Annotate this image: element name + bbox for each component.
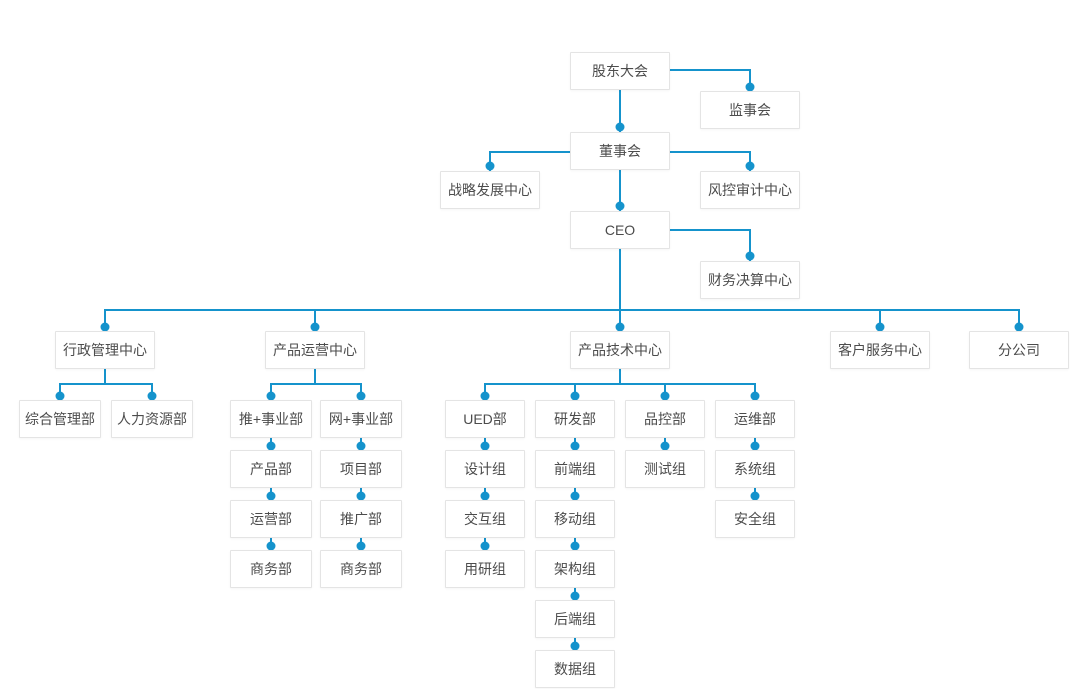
junction-dot [480, 541, 490, 551]
org-node-branch-company[interactable]: 分公司 [969, 331, 1069, 369]
edge-board-risk-audit [670, 151, 751, 153]
junction-dot [750, 441, 760, 451]
org-node-strategy-center[interactable]: 战略发展中心 [440, 171, 540, 209]
junction-dot [745, 161, 755, 171]
junction-dot [100, 322, 110, 332]
org-node-design-group[interactable]: 设计组 [445, 450, 525, 488]
org-node-board-of-directors[interactable]: 董事会 [570, 132, 670, 170]
junction-dot [745, 82, 755, 92]
edge-ceo-finance [670, 229, 751, 231]
org-node-shareholders-meeting[interactable]: 股东大会 [570, 52, 670, 90]
edge-board-ceo [619, 170, 621, 211]
org-node-business-dept-tui[interactable]: 商务部 [230, 550, 312, 588]
junction-dot [570, 641, 580, 651]
junction-dot [356, 491, 366, 501]
edge-tech-subbus [619, 369, 621, 384]
junction-dot [570, 391, 580, 401]
edge-board-risk-audit [749, 151, 751, 171]
edge-bus-tech-center [619, 309, 621, 331]
edge-shareholders-supervisory [670, 69, 751, 71]
junction-dot [310, 322, 320, 332]
junction-dot [147, 391, 157, 401]
org-node-business-dept-wang[interactable]: 商务部 [320, 550, 402, 588]
org-node-mobile-group[interactable]: 移动组 [535, 500, 615, 538]
org-node-operation-dept[interactable]: 运营部 [230, 500, 312, 538]
org-node-system-group[interactable]: 系统组 [715, 450, 795, 488]
junction-dot [356, 441, 366, 451]
edge-bus-admin-center [104, 309, 106, 331]
junction-dot [570, 591, 580, 601]
junction-dot [875, 322, 885, 332]
junction-dot [480, 441, 490, 451]
junction-dot [480, 491, 490, 501]
org-node-backend-group[interactable]: 后端组 [535, 600, 615, 638]
edge-bus-service-center [879, 309, 881, 331]
junction-dot [750, 491, 760, 501]
junction-dot [660, 391, 670, 401]
org-node-admin-center[interactable]: 行政管理中心 [55, 331, 155, 369]
org-node-tech-center[interactable]: 产品技术中心 [570, 331, 670, 369]
edge-ceo-bus [619, 249, 621, 310]
edge-board-strategy [490, 151, 570, 153]
org-node-promotion-dept[interactable]: 推广部 [320, 500, 402, 538]
edge-board-strategy [489, 151, 491, 171]
org-node-ued-dept[interactable]: UED部 [445, 400, 525, 438]
edge-ops-subbus [314, 369, 316, 384]
junction-dot [55, 391, 65, 401]
org-node-test-group[interactable]: 测试组 [625, 450, 705, 488]
junction-dot [266, 391, 276, 401]
junction-dot [1014, 322, 1024, 332]
org-node-qc-dept[interactable]: 品控部 [625, 400, 705, 438]
org-node-security-group[interactable]: 安全组 [715, 500, 795, 538]
org-node-interaction-group[interactable]: 交互组 [445, 500, 525, 538]
org-node-finance-center[interactable]: 财务决算中心 [700, 261, 800, 299]
org-node-tui-division[interactable]: 推+事业部 [230, 400, 312, 438]
org-node-service-center[interactable]: 客户服务中心 [830, 331, 930, 369]
org-node-hr-dept[interactable]: 人力资源部 [111, 400, 193, 438]
edge-bus-ops-center [314, 309, 316, 331]
junction-dot [485, 161, 495, 171]
org-node-devops-dept[interactable]: 运维部 [715, 400, 795, 438]
org-node-general-admin-dept[interactable]: 综合管理部 [19, 400, 101, 438]
edge-ops-subbus [270, 383, 362, 385]
edge-tech-subbus [484, 383, 756, 385]
org-node-supervisory-board[interactable]: 监事会 [700, 91, 800, 129]
org-node-risk-audit-center[interactable]: 风控审计中心 [700, 171, 800, 209]
junction-dot [480, 391, 490, 401]
junction-dot [615, 322, 625, 332]
junction-dot [570, 541, 580, 551]
org-node-wang-division[interactable]: 网+事业部 [320, 400, 402, 438]
edge-bus-branch [1018, 309, 1020, 331]
junction-dot [266, 541, 276, 551]
junction-dot [266, 491, 276, 501]
org-node-rd-dept[interactable]: 研发部 [535, 400, 615, 438]
org-node-frontend-group[interactable]: 前端组 [535, 450, 615, 488]
junction-dot [660, 441, 670, 451]
junction-dot [615, 201, 625, 211]
edge-shareholders-supervisory [749, 69, 751, 91]
edge-main-bus [104, 309, 1020, 311]
org-node-product-dept[interactable]: 产品部 [230, 450, 312, 488]
org-node-project-dept[interactable]: 项目部 [320, 450, 402, 488]
org-node-data-group[interactable]: 数据组 [535, 650, 615, 688]
junction-dot [750, 391, 760, 401]
junction-dot [745, 251, 755, 261]
edge-ceo-finance [749, 229, 751, 261]
org-node-architecture-group[interactable]: 架构组 [535, 550, 615, 588]
junction-dot [356, 541, 366, 551]
junction-dot [570, 491, 580, 501]
org-node-ceo[interactable]: CEO [570, 211, 670, 249]
junction-dot [356, 391, 366, 401]
edge-shareholders-board [619, 90, 621, 132]
edge-admin-subbus [59, 383, 153, 385]
org-node-ops-center[interactable]: 产品运营中心 [265, 331, 365, 369]
junction-dot [615, 122, 625, 132]
org-node-user-research-group[interactable]: 用研组 [445, 550, 525, 588]
edge-admin-subbus [104, 369, 106, 384]
junction-dot [570, 441, 580, 451]
junction-dot [266, 441, 276, 451]
